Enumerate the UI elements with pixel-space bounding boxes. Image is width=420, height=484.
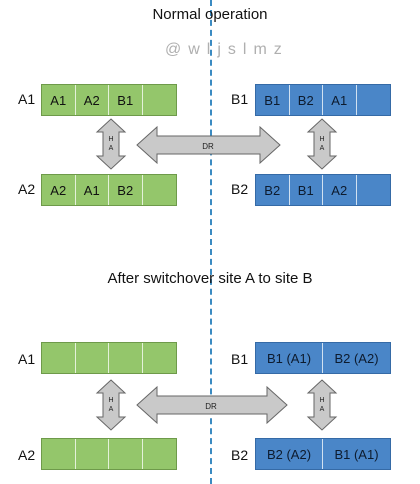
- site-a-row2-label: A2: [18, 181, 36, 197]
- volume-cell: [42, 343, 76, 373]
- ha-label: A: [320, 145, 325, 152]
- volume-cell: A2: [42, 175, 76, 205]
- site-b-row2-label: B2: [231, 181, 249, 197]
- dr-arrow-icon: [136, 385, 288, 425]
- ha-label: H: [319, 397, 324, 404]
- volume-cell: B2: [256, 175, 290, 205]
- volume-cell: A1: [42, 85, 76, 115]
- ha-arrow-icon: [306, 379, 338, 431]
- volume-cell: [76, 439, 109, 469]
- volume-cell: B1 (A1): [256, 343, 323, 373]
- ha-label: A: [109, 145, 114, 152]
- volume-cell: B2 (A2): [256, 439, 323, 469]
- ha-arrow-icon: [306, 118, 338, 170]
- site-b-row2-label: B2: [231, 447, 249, 463]
- ha-arrow-icon: [95, 118, 127, 170]
- volume-cell: A2: [323, 175, 357, 205]
- dr-label: DR: [205, 402, 217, 411]
- site-b-row1-label: B1: [231, 91, 249, 107]
- site-a-row2-label: A2: [18, 447, 36, 463]
- volume-cell: A1: [76, 175, 109, 205]
- ha-label: H: [319, 136, 324, 143]
- site-a-row2-strip-empty: [41, 438, 177, 470]
- ha-arrow-icon: [95, 379, 127, 431]
- site-b-row2-strip: B2 B1 A2: [255, 174, 391, 206]
- site-b-row1-strip: B1 B2 A1: [255, 84, 391, 116]
- site-b-row2-strip: B2 (A2) B1 (A1): [255, 438, 391, 470]
- volume-cell: B1: [109, 85, 143, 115]
- volume-cell: B2: [109, 175, 143, 205]
- volume-cell: B1: [290, 175, 323, 205]
- volume-cell: B1: [256, 85, 290, 115]
- volume-cell: [109, 439, 143, 469]
- site-a-row2-strip: A2 A1 B2: [41, 174, 177, 206]
- volume-cell: A2: [76, 85, 109, 115]
- site-a-row1-strip: A1 A2 B1: [41, 84, 177, 116]
- site-b-row1-label: B1: [231, 351, 249, 367]
- volume-cell: B1 (A1): [334, 446, 379, 462]
- volume-cell: [109, 343, 143, 373]
- site-a-row1-label: A1: [18, 91, 36, 107]
- ha-label: A: [320, 406, 325, 413]
- site-b-row1-strip: B1 (A1) B2 (A2): [255, 342, 391, 374]
- volume-cell: B2: [290, 85, 323, 115]
- site-a-row1-strip-empty: [41, 342, 177, 374]
- ha-label: H: [108, 136, 113, 143]
- switchover-title: After switchover site A to site B: [107, 270, 313, 287]
- dr-label: DR: [202, 142, 214, 151]
- site-a-row1-label: A1: [18, 351, 36, 367]
- normal-operation-title: Normal operation: [152, 6, 268, 23]
- volume-cell: [42, 439, 76, 469]
- dr-arrow-icon: [136, 125, 281, 165]
- site-divider-dashed-line: [210, 0, 212, 484]
- volume-cell: A1: [323, 85, 357, 115]
- ha-label: H: [108, 397, 113, 404]
- volume-cell: B2 (A2): [334, 350, 379, 366]
- ha-label: A: [109, 406, 114, 413]
- volume-cell: [76, 343, 109, 373]
- watermark-text: @wljslmz: [165, 41, 289, 58]
